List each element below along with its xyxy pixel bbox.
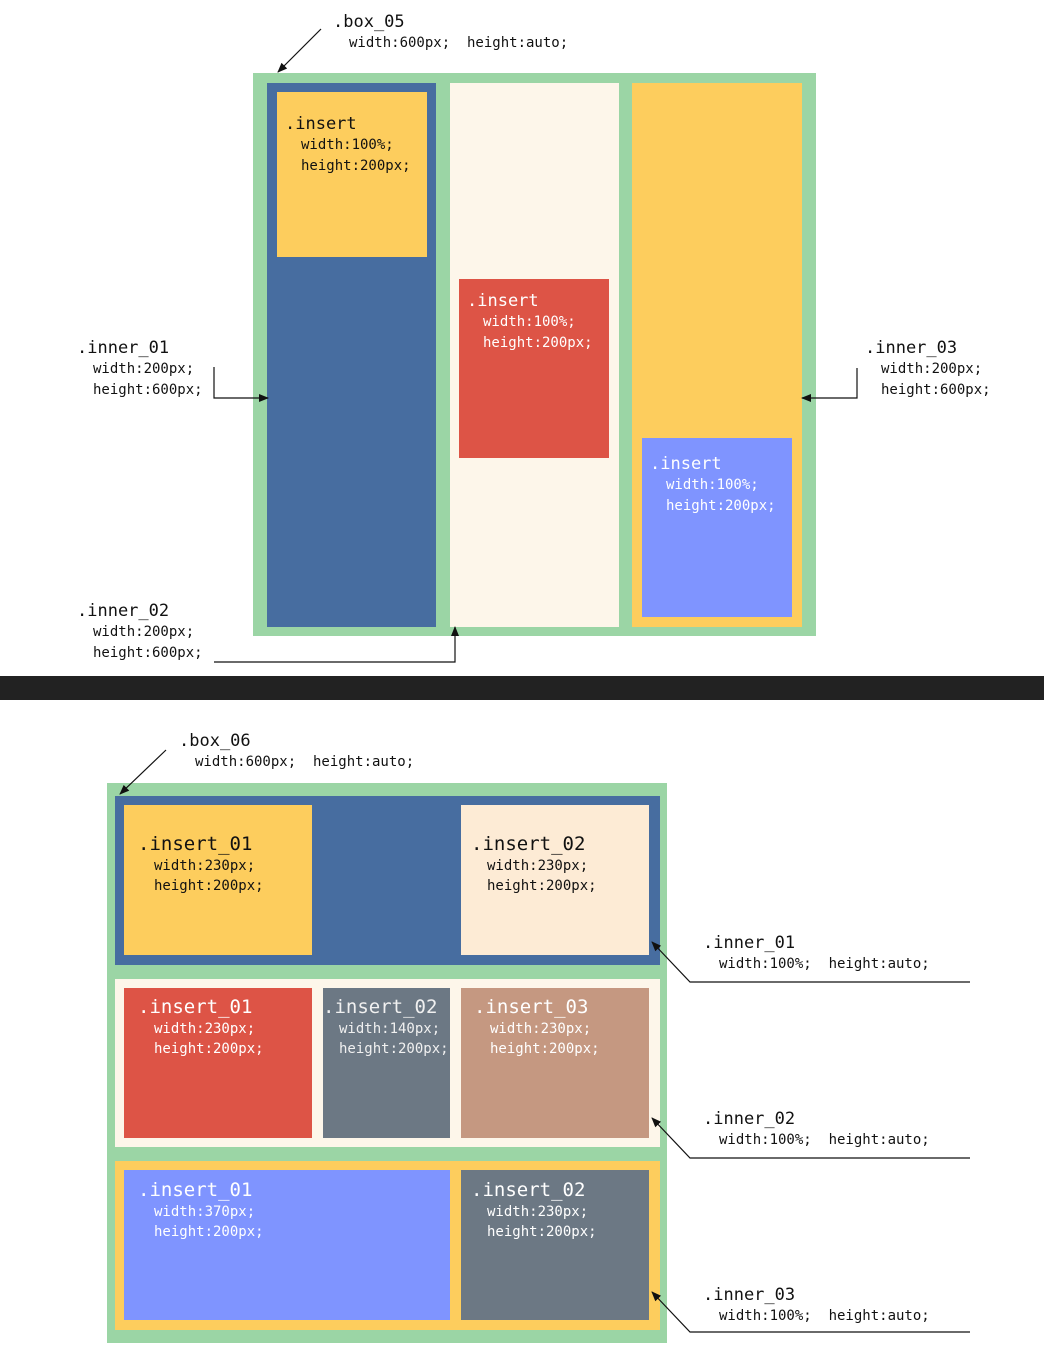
row1-insert-02: .insert_02 width:230px; height:200px; — [461, 805, 649, 955]
row1-insert-02-height: height:200px; — [487, 878, 597, 894]
box-06-arrow — [119, 749, 167, 795]
inner-02-name: .inner_02 — [77, 601, 170, 621]
row3-insert-02-height: height:200px; — [487, 1224, 597, 1240]
row-inner-03-label: .inner_03 width:100%; height:auto; — [703, 1285, 930, 1327]
row3-insert-01-height: height:200px; — [154, 1224, 264, 1240]
inner-02-insert-width: width:100%; — [483, 314, 576, 330]
inner-01-insert-name: .insert — [285, 114, 357, 134]
inner-03-arrow — [801, 368, 858, 402]
row-inner-01-name: .inner_01 — [703, 933, 796, 953]
box-05-label: .box_05 width:600px; height:auto; — [333, 12, 568, 54]
row2-insert-02-name: .insert_02 — [323, 996, 438, 1018]
inner-03-height: height:600px; — [881, 382, 991, 398]
inner-03-insert: .insert width:100%; height:200px; — [642, 438, 792, 617]
box-05-arrow — [277, 28, 322, 73]
row3-insert-01-width: width:370px; — [154, 1204, 256, 1220]
row1-insert-01-height: height:200px; — [154, 878, 264, 894]
row2-insert-02-width: width:140px; — [339, 1021, 441, 1037]
inner-01-label: .inner_01 width:200px; height:600px; — [77, 338, 203, 401]
row3-insert-02-width: width:230px; — [487, 1204, 589, 1220]
row-inner-02-arrow — [651, 1117, 970, 1159]
row2-insert-03: .insert_03 width:230px; height:200px; — [461, 988, 649, 1138]
row1-insert-01: .insert_01 width:230px; height:200px; — [124, 805, 312, 955]
inner-01-insert: .insert width:100%; height:200px; — [277, 92, 427, 257]
inner-03-width: width:200px; — [881, 361, 983, 377]
row-inner-01-label: .inner_01 width:100%; height:auto; — [703, 933, 930, 975]
row2-insert-02-height: height:200px; — [339, 1041, 449, 1057]
inner-03-name: .inner_03 — [865, 338, 958, 358]
inner-03-insert-width: width:100%; — [666, 477, 759, 493]
inner-02-insert-name: .insert — [467, 291, 539, 311]
row2-insert-01-height: height:200px; — [154, 1041, 264, 1057]
row1-insert-01-name: .insert_01 — [138, 833, 253, 855]
inner-03-insert-height: height:200px; — [666, 498, 776, 514]
row-inner-02-label: .inner_02 width:100%; height:auto; — [703, 1109, 930, 1151]
row-inner-02-props: width:100%; height:auto; — [719, 1132, 930, 1148]
box-06-props: width:600px; height:auto; — [195, 754, 415, 770]
row1-insert-01-width: width:230px; — [154, 858, 256, 874]
row-inner-02-name: .inner_02 — [703, 1109, 796, 1129]
row1-insert-02-name: .insert_02 — [471, 833, 586, 855]
row2-insert-03-height: height:200px; — [490, 1041, 600, 1057]
row1-insert-02-width: width:230px; — [487, 858, 589, 874]
inner-02-insert-height: height:200px; — [483, 335, 593, 351]
inner-03-insert-name: .insert — [650, 454, 722, 474]
section-divider — [0, 676, 1044, 700]
row3-insert-01: .insert_01 width:370px; height:200px; — [124, 1170, 450, 1320]
row-inner-01-arrow — [651, 941, 970, 983]
box-05-name: .box_05 — [333, 12, 405, 32]
row2-insert-01: .insert_01 width:230px; height:200px; — [124, 988, 312, 1138]
row-inner-03-name: .inner_03 — [703, 1285, 796, 1305]
row-inner-03-props: width:100%; height:auto; — [719, 1308, 930, 1324]
inner-01-arrow — [213, 367, 269, 402]
row3-insert-02-name: .insert_02 — [471, 1179, 586, 1201]
row3-insert-01-name: .insert_01 — [138, 1179, 253, 1201]
row2-insert-03-name: .insert_03 — [474, 996, 589, 1018]
inner-02-height: height:600px; — [93, 645, 203, 661]
row2-insert-01-width: width:230px; — [154, 1021, 256, 1037]
box-06-label: .box_06 width:600px; height:auto; — [179, 731, 414, 773]
row-inner-03-arrow — [651, 1291, 970, 1333]
inner-01-insert-width: width:100%; — [301, 137, 394, 153]
row2-insert-01-name: .insert_01 — [138, 996, 253, 1018]
inner-02-width: width:200px; — [93, 624, 195, 640]
row2-insert-03-width: width:230px; — [490, 1021, 592, 1037]
row3-insert-02: .insert_02 width:230px; height:200px; — [461, 1170, 649, 1320]
inner-02-label: .inner_02 width:200px; height:600px; — [77, 601, 203, 664]
row-inner-01-props: width:100%; height:auto; — [719, 956, 930, 972]
box-06-name: .box_06 — [179, 731, 251, 751]
inner-01-insert-height: height:200px; — [301, 158, 411, 174]
row2-insert-02: .insert_02 width:140px; height:200px; — [323, 988, 450, 1138]
inner-01-height: height:600px; — [93, 382, 203, 398]
inner-01-width: width:200px; — [93, 361, 195, 377]
inner-03-label: .inner_03 width:200px; height:600px; — [865, 338, 991, 401]
inner-02-insert: .insert width:100%; height:200px; — [459, 279, 609, 458]
box-05-props: width:600px; height:auto; — [349, 35, 569, 51]
inner-02-arrow — [214, 626, 459, 663]
inner-01-name: .inner_01 — [77, 338, 170, 358]
